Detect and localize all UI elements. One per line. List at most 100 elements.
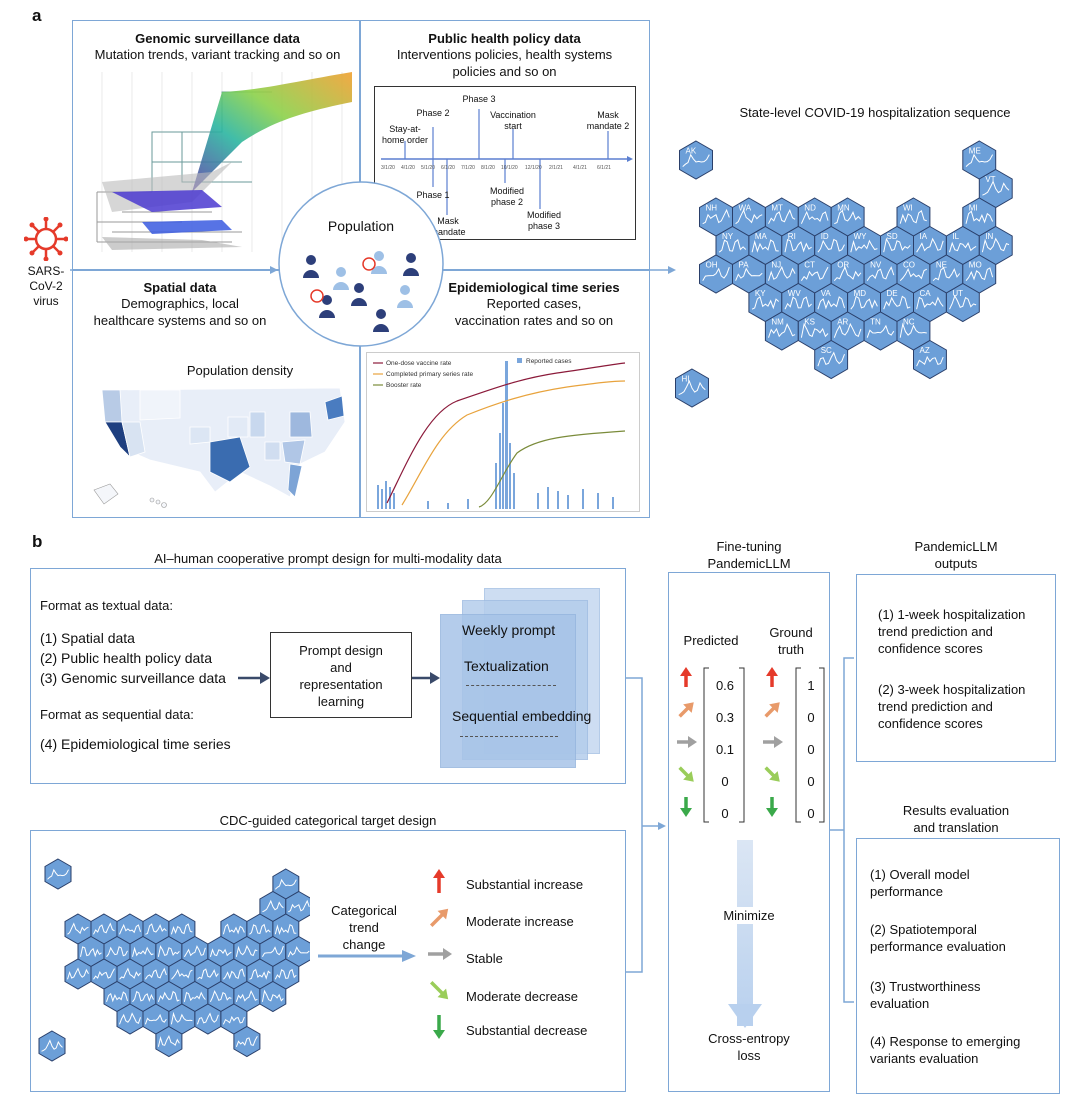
truth-stable-arrow-icon — [763, 736, 783, 748]
epi-legend-one-dose: One-dose vaccine rate — [386, 360, 452, 367]
sequential-heading: Format as sequential data: — [40, 707, 194, 722]
svg-text:4/1/21: 4/1/21 — [573, 165, 587, 171]
predicted-value: 0.6 — [715, 678, 735, 693]
minimize-label: Minimize — [690, 907, 808, 924]
svg-text:RI: RI — [788, 232, 796, 241]
hex-state-0 — [44, 858, 72, 890]
policy-title: Public health policy data — [428, 31, 581, 46]
svg-text:SD: SD — [887, 232, 898, 241]
epi-title: Epidemiological time series — [448, 280, 620, 295]
prompt-design-box: Prompt design and representation learnin… — [270, 632, 412, 718]
truth-value: 0 — [807, 774, 815, 789]
target-section-title: CDC-guided categorical target design — [219, 813, 437, 828]
timeline-stay-at-home: Stay-at- home order — [381, 124, 429, 145]
epi-line-booster — [478, 430, 626, 508]
hex-state-ut: UT — [945, 282, 980, 323]
evaluation-box — [856, 838, 1060, 1094]
category-substantial-increase: Substantial increase — [466, 877, 584, 892]
svg-text:ND: ND — [804, 203, 816, 212]
hex-state-wi: WI — [896, 197, 931, 237]
svg-text:12/1/20: 12/1/20 — [525, 165, 542, 171]
textual-item-2: (2) Public health policy data — [40, 650, 212, 666]
svg-text:IL: IL — [952, 232, 959, 241]
stack-dashed-1 — [466, 685, 556, 686]
truth-vector-brackets — [795, 667, 825, 823]
outputs-box — [856, 574, 1056, 762]
prompt-section-title: AI–human cooperative prompt design for m… — [154, 551, 502, 566]
policy-timeline-box — [374, 86, 636, 240]
hex-state-oh: OH — [699, 254, 733, 294]
truth-arrows — [763, 667, 783, 817]
svg-text:PA: PA — [739, 260, 750, 269]
svg-text:KS: KS — [804, 317, 815, 326]
target-section-box — [30, 830, 626, 1092]
finetune-title: Fine-tuning PandemicLLM — [707, 539, 791, 571]
spatial-subtitle: Demographics, local healthcare systems a… — [93, 296, 267, 328]
minimize-arrow-head — [728, 1004, 762, 1028]
epi-subtitle: Reported cases, vaccination rates and so… — [454, 296, 614, 328]
pred-stable-arrow-icon — [677, 736, 697, 748]
panel-b-letter: b — [32, 532, 43, 551]
textual-heading: Format as textual data: — [40, 598, 173, 613]
evaluation-title: Results evaluation and translation — [902, 803, 1010, 835]
hex-state-sc: SC — [814, 339, 849, 380]
evaluation-item-3: (3) Trustworthiness evaluation — [870, 979, 981, 1011]
population-circle — [278, 181, 444, 347]
hex-state-42 — [233, 1025, 261, 1058]
svg-text:MI: MI — [969, 203, 978, 212]
category-stable: Stable — [466, 951, 503, 966]
svg-text:IN: IN — [985, 232, 993, 241]
hex-state-ak: AK — [679, 140, 713, 180]
substantial-increase-arrow-icon — [433, 869, 445, 893]
evaluation-item-4: (4) Response to emerging variants evalua… — [870, 1034, 1021, 1066]
svg-text:SC: SC — [821, 346, 832, 355]
textual-item-3: (3) Genomic surveillance data — [40, 670, 226, 686]
predicted-value: 0.3 — [715, 710, 735, 725]
loss-label: Cross-entropy loss — [708, 1031, 790, 1063]
svg-text:WI: WI — [903, 203, 913, 212]
truth-value: 0 — [807, 710, 815, 725]
svg-text:NC: NC — [903, 317, 915, 326]
predicted-value: 0 — [721, 806, 729, 821]
spatial-title: Spatial data — [143, 280, 217, 295]
hex-state-10 — [272, 913, 300, 945]
hex-state-41 — [155, 1025, 183, 1058]
panel-a-letter: a — [32, 6, 42, 25]
svg-text:NM: NM — [771, 317, 784, 326]
arrow-to-hexmap — [448, 266, 676, 274]
svg-text:UT: UT — [952, 289, 963, 298]
svg-text:DE: DE — [887, 289, 898, 298]
svg-text:CO: CO — [903, 260, 915, 269]
truth-substantial-decrease-arrow-icon — [766, 797, 778, 817]
predicted-value: 0.1 — [715, 742, 735, 757]
hex-state-1 — [38, 1030, 66, 1062]
arrow-virus-to-spatial — [70, 266, 278, 274]
pred-substantial-increase-arrow-icon — [680, 667, 692, 687]
epi-chart: One-dose vaccine rate Completed primary … — [373, 358, 626, 509]
truth-moderate-increase-arrow-icon — [764, 702, 780, 718]
svg-text:6/1/20: 6/1/20 — [441, 165, 455, 171]
svg-text:HI: HI — [682, 374, 690, 383]
svg-text:OR: OR — [837, 260, 849, 269]
prompt-stack-card-1 — [440, 614, 576, 768]
pred-moderate-decrease-arrow-icon — [678, 766, 694, 782]
category-substantial-decrease: Substantial decrease — [466, 1023, 588, 1038]
svg-text:WV: WV — [788, 289, 802, 298]
virus-icon — [24, 217, 68, 261]
svg-text:VA: VA — [821, 289, 832, 298]
connector-to-outputs — [830, 657, 854, 1003]
stack-weekly-prompt: Weekly prompt — [462, 622, 556, 638]
epi-legend-cases: Reported cases — [526, 358, 572, 365]
svg-text:KY: KY — [755, 289, 766, 298]
moderate-increase-arrow-icon — [429, 908, 449, 928]
timeline-phase-1: Phase 1 — [416, 190, 450, 200]
svg-text:WA: WA — [739, 203, 752, 212]
evaluation-item-1: (1) Overall model performance — [870, 867, 970, 899]
svg-text:OH: OH — [706, 260, 718, 269]
sequential-item-4: (4) Epidemiological time series — [40, 736, 231, 752]
svg-text:ID: ID — [821, 232, 829, 241]
hex-state-mi: MI — [962, 197, 997, 237]
svg-text:8/1/20: 8/1/20 — [481, 165, 495, 171]
stack-dashed-2 — [460, 736, 558, 737]
stable-arrow-icon — [428, 948, 452, 960]
